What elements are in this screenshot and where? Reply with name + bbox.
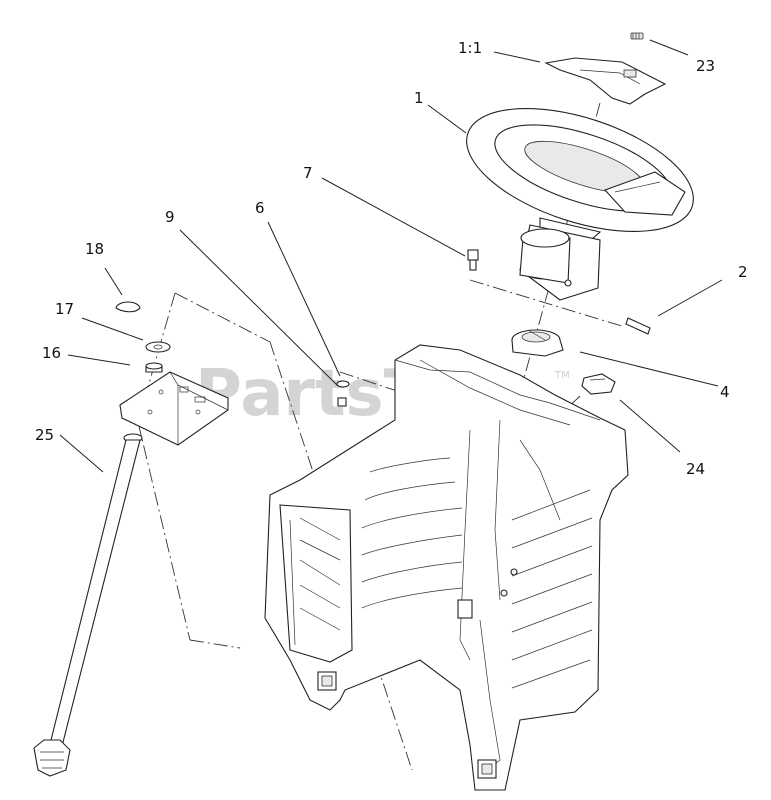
callout-18: 18 xyxy=(85,240,104,258)
callout-1-1: 1:1 xyxy=(458,39,482,57)
callout-6: 6 xyxy=(255,199,265,217)
watermark-tm: TM xyxy=(554,370,570,381)
leader-lines xyxy=(59,39,723,473)
steering-plate xyxy=(119,371,229,446)
steering-shaft xyxy=(33,433,143,777)
dash-console xyxy=(264,344,629,791)
cap-insert xyxy=(630,32,644,40)
callout-labels: 1:1 23 1 7 9 6 2 18 17 16 4 24 25 xyxy=(35,39,748,478)
steering-wheel-cap xyxy=(544,57,667,105)
callout-9: 9 xyxy=(165,208,175,226)
callout-17: 17 xyxy=(55,300,74,318)
callout-1: 1 xyxy=(414,89,424,107)
callout-7: 7 xyxy=(303,164,313,182)
callout-23: 23 xyxy=(696,57,715,75)
callout-25: 25 xyxy=(35,426,54,444)
bolt xyxy=(467,249,479,271)
steering-adapter xyxy=(511,329,564,357)
callout-24: 24 xyxy=(686,460,705,478)
dash-clip xyxy=(581,373,616,395)
spring-pin xyxy=(625,317,651,335)
shaft-hardware xyxy=(115,301,171,373)
callout-16: 16 xyxy=(42,344,61,362)
steering-wheel xyxy=(466,108,694,301)
callout-2: 2 xyxy=(738,263,748,281)
washer-and-nut xyxy=(336,380,350,407)
callout-4: 4 xyxy=(720,383,730,401)
